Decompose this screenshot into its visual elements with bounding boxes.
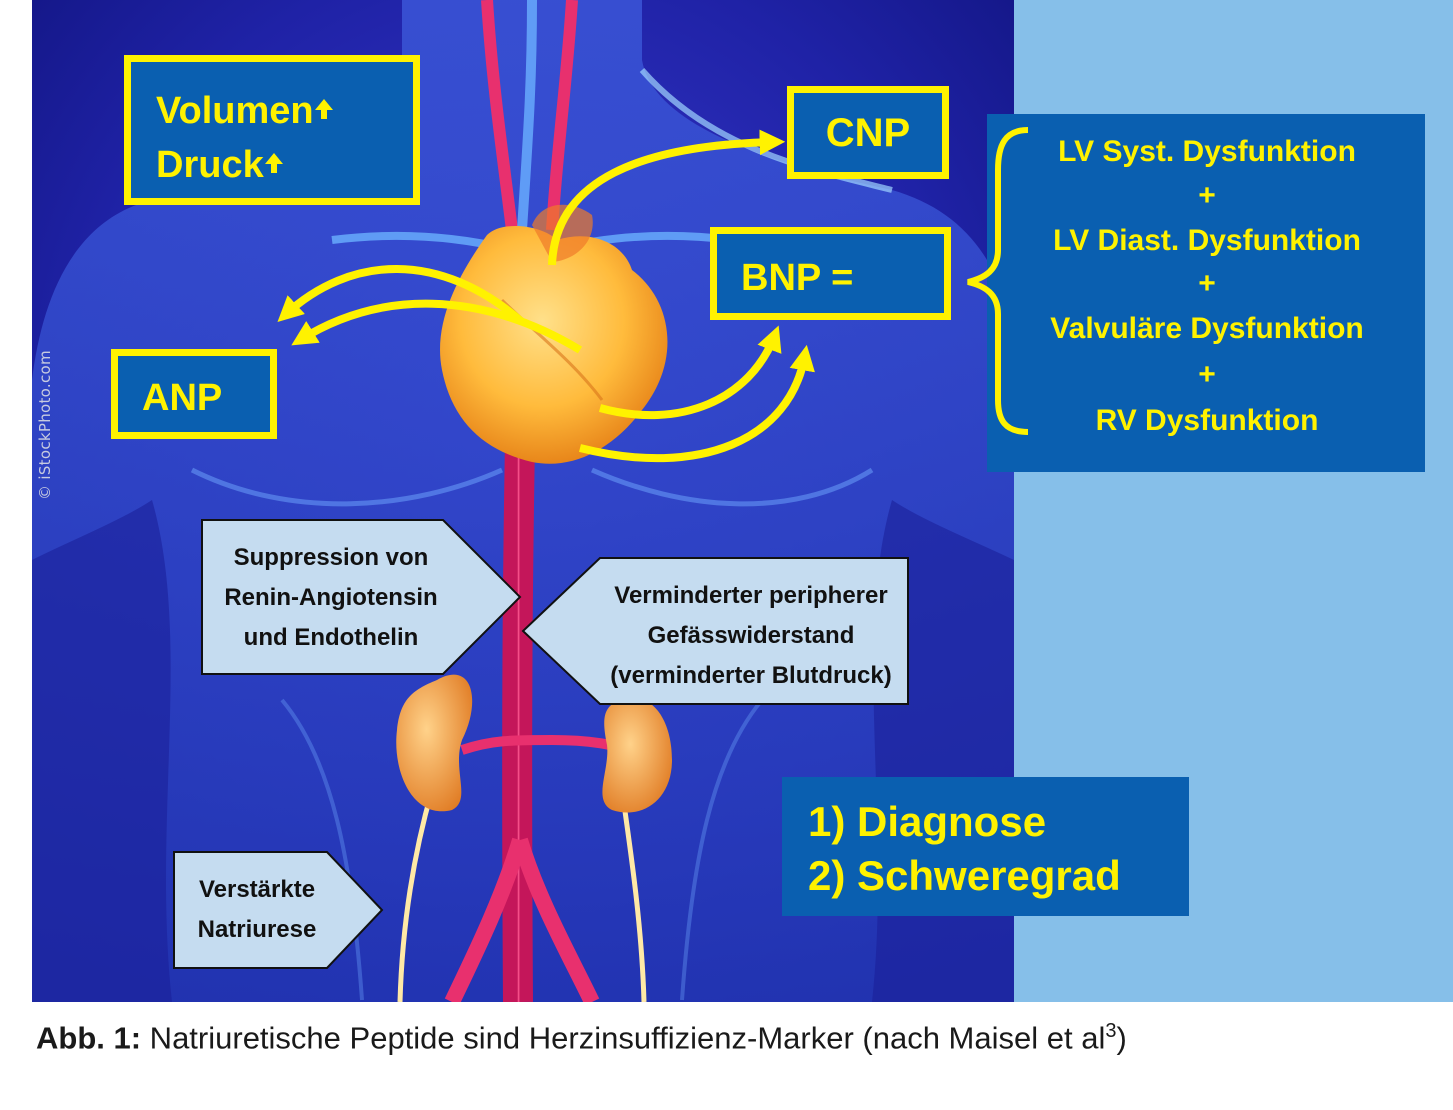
suppression-callout-shape: [201, 519, 522, 675]
kidney-right: [602, 698, 672, 813]
resistance-line: Verminderter peripherer: [614, 582, 888, 609]
resistance-callout: Verminderter peripherer Gefässwiderstand…: [590, 576, 912, 696]
kidney-left: [396, 674, 473, 812]
anp-box: ANP: [111, 349, 277, 439]
caption-close: ): [1116, 1020, 1127, 1056]
use-diagnosis: 1) Diagnose: [808, 798, 1047, 845]
figure-caption: Abb. 1: Natriuretische Peptide sind Herz…: [36, 1020, 1127, 1056]
resistance-callout-shape: [521, 557, 909, 705]
arrow-to-bnp-outer: [579, 344, 815, 463]
cnp-box: CNP: [787, 86, 949, 179]
carotid-right: [546, 0, 578, 231]
bnp-label: BNP =: [741, 257, 854, 299]
component-lv-systolic: LV Syst. Dysfunktion: [1058, 135, 1356, 168]
anp-label: ANP: [142, 377, 223, 419]
arrow-to-anp-upper: [277, 265, 525, 326]
resistance-line: Gefässwiderstand: [647, 622, 855, 649]
natriuresis-line: Verstärkte: [198, 876, 316, 903]
uses-box: 1) Diagnose 2) Schweregrad: [782, 777, 1189, 916]
suppression-callout: Suppression von Renin-Angiotensin und En…: [202, 538, 460, 658]
caption-text: Natriuretische Peptide sind Herzinsuffiz…: [141, 1020, 1106, 1056]
aorta: [502, 439, 535, 1002]
cnp-label: CNP: [825, 111, 911, 155]
natriuresis-callout: Verstärkte Natriurese: [174, 870, 340, 950]
plus-sign: +: [1198, 267, 1216, 300]
arrow-to-cnp: [548, 129, 786, 266]
natriuresis-line: Natriurese: [197, 916, 317, 943]
component-lv-diastolic: LV Diast. Dysfunktion: [1053, 224, 1361, 257]
resistance-line: (verminderter Blutdruck): [610, 662, 892, 689]
natriuresis-callout-shape: [173, 851, 384, 969]
volume-pressure-box: Volumen Druck: [124, 55, 420, 205]
brace-icon: [967, 127, 1029, 435]
arrow-to-bnp-inner: [598, 325, 782, 420]
heart: [440, 225, 668, 464]
bnp-list-panel: [987, 114, 1425, 472]
carotid-left: [481, 0, 518, 231]
use-severity: 2) Schweregrad: [808, 852, 1121, 899]
volume-label-row: Volumen: [156, 86, 333, 136]
plus-sign: +: [1198, 179, 1216, 212]
volume-label: Volumen: [156, 90, 314, 132]
component-rv: RV Dysfunktion: [1095, 404, 1319, 437]
suppression-line: und Endothelin: [243, 624, 419, 651]
suppression-line: Renin-Angiotensin: [224, 584, 438, 611]
watermark: © iStockPhoto.com: [36, 350, 54, 500]
plus-sign: +: [1198, 358, 1216, 391]
bnp-box: BNP =: [710, 227, 951, 320]
pressure-label: Druck: [156, 144, 264, 186]
suppression-line: Suppression von: [233, 544, 429, 571]
pressure-label-row: Druck: [156, 140, 283, 190]
bnp-components-list: LV Syst. Dysfunktion + LV Diast. Dysfunk…: [1000, 114, 1414, 472]
component-valvular: Valvuläre Dysfunktion: [1050, 312, 1364, 345]
caption-reference: 3: [1105, 1020, 1117, 1042]
caption-label: Abb. 1:: [36, 1020, 142, 1056]
arrow-to-anp-lower: [291, 299, 583, 354]
